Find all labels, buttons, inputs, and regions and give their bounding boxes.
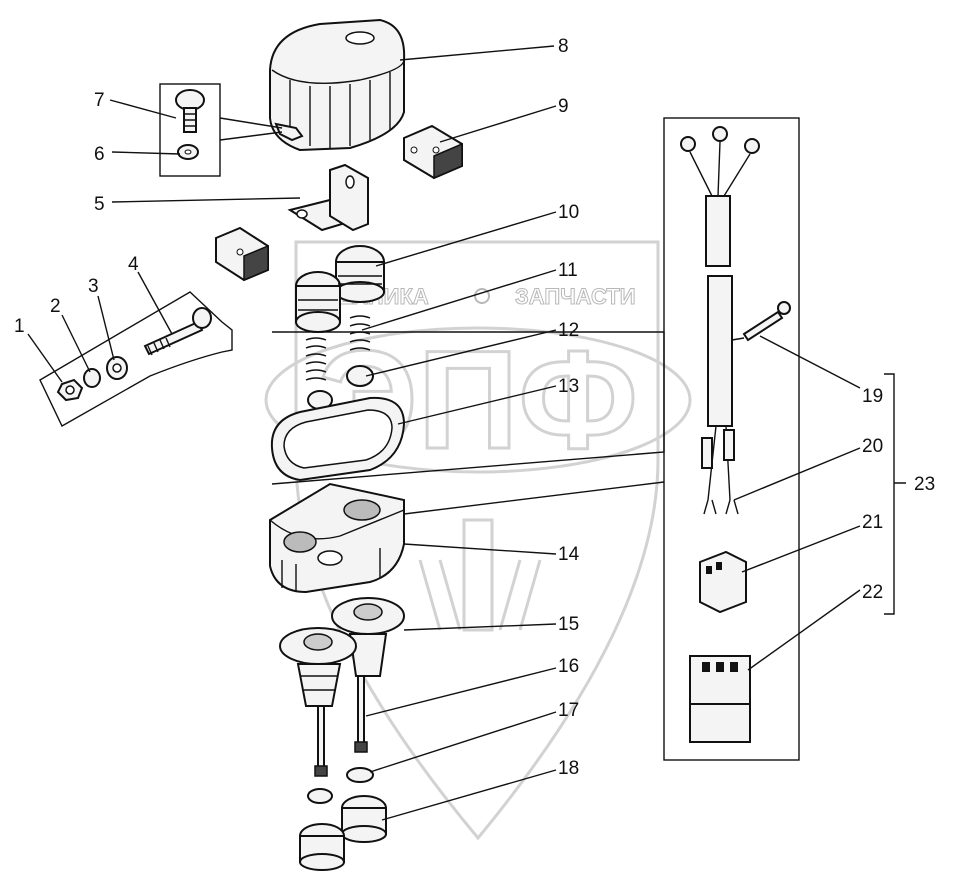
housing-part-14 [269,482,405,594]
bolt-part-4 [143,307,212,356]
callout-15: 15 [558,614,579,635]
valve-bodies-part-15 [279,597,405,707]
plugs-part-18 [299,795,387,871]
callout-18: 18 [558,758,579,779]
wire-lead-part-19 [731,301,791,342]
callout-3: 3 [88,276,99,297]
callout-7: 7 [94,90,105,111]
callout-2: 2 [50,296,61,317]
callout-21: 21 [862,512,883,533]
nuts-part-12 [307,365,374,410]
callout-17: 17 [558,700,579,721]
callout-22: 22 [862,582,883,603]
watermark-wheat-icon [418,518,542,632]
callout-9: 9 [558,96,569,117]
washers-part-17 [307,767,374,804]
connector-block-small [215,226,269,282]
callout-13: 13 [558,376,579,397]
callout-4: 4 [128,254,139,275]
wiring-kit-frame [663,117,800,761]
callout-1: 1 [14,316,25,337]
callout-8: 8 [558,36,569,57]
callout-5: 5 [94,194,105,215]
callout-20: 20 [862,436,883,457]
screw-part-7 [175,89,205,133]
callout-10: 10 [558,202,579,223]
center-frame-lower [403,481,665,515]
leader-lines [27,45,861,821]
parts-1-4-frame [39,291,233,427]
small-plug-part-21 [699,550,747,614]
nut-part-1 [56,378,84,402]
callout-16: 16 [558,656,579,677]
callout-23: 23 [914,474,935,495]
watermark-right-text: ЗАПЧАСТИ [515,284,636,309]
group-bracket-23 [884,373,906,615]
wiring-harness-part-20 [680,126,760,515]
watermark-gear-icon [474,288,490,304]
callout-19: 19 [862,386,883,407]
pins-part-16 [314,675,368,777]
parts-6-7-frame [159,83,221,177]
bracket-part-5 [287,163,369,232]
callout-labels: 1 2 3 4 5 6 7 8 9 10 11 12 13 14 15 16 1… [14,36,935,779]
callout-6: 6 [94,144,105,165]
gasket-part-13 [270,396,406,482]
connector-part-9 [403,124,463,180]
callout-12: 12 [558,320,579,341]
large-plug-part-22 [689,655,751,743]
callout-14: 14 [558,544,580,565]
washer-part-3 [106,356,128,380]
cover-part-8 [269,18,406,152]
bushings-part-10 [295,245,385,333]
washer-part-6 [177,144,199,160]
callout-11: 11 [558,260,578,281]
spring-washer-part-2 [83,368,101,388]
